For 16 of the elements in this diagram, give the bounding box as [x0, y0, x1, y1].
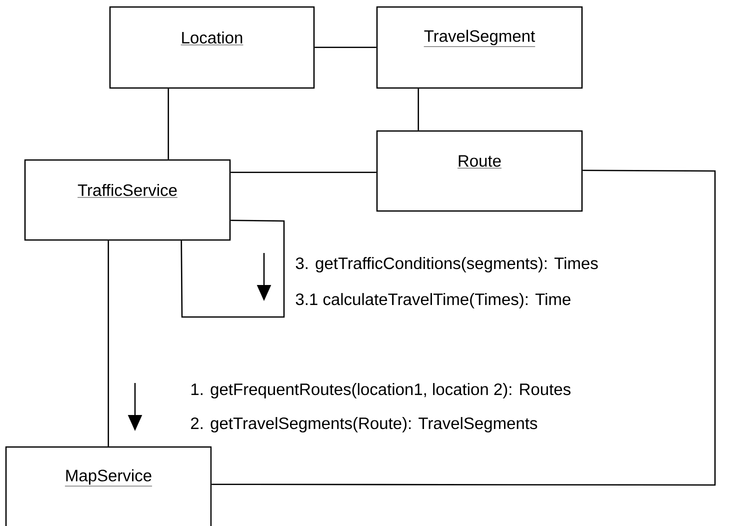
object-box: Location: [109, 6, 315, 89]
message-label: 3.1 calculateTravelTime(Times): Time: [296, 293, 570, 308]
link-line: [168, 88, 169, 160]
object-box: Route: [376, 130, 583, 212]
link-line: [212, 170, 716, 486]
object-box: TrafficService: [24, 159, 231, 241]
message-label: 1. getFrequentRoutes(location1, location 2): Routes: [191, 383, 570, 398]
message-label: 2. getTravelSegments(Route): TravelSegments: [191, 417, 538, 432]
link-line: [230, 172, 376, 173]
message-label: 3. getTrafficConditions(segments): Times: [296, 257, 598, 272]
link-line: [108, 240, 109, 446]
object-box: MapService: [5, 446, 212, 526]
object-box: TravelSegment: [376, 6, 583, 89]
link-line: [180, 220, 285, 318]
link-line: [418, 88, 419, 130]
link-line: [314, 46, 376, 48]
